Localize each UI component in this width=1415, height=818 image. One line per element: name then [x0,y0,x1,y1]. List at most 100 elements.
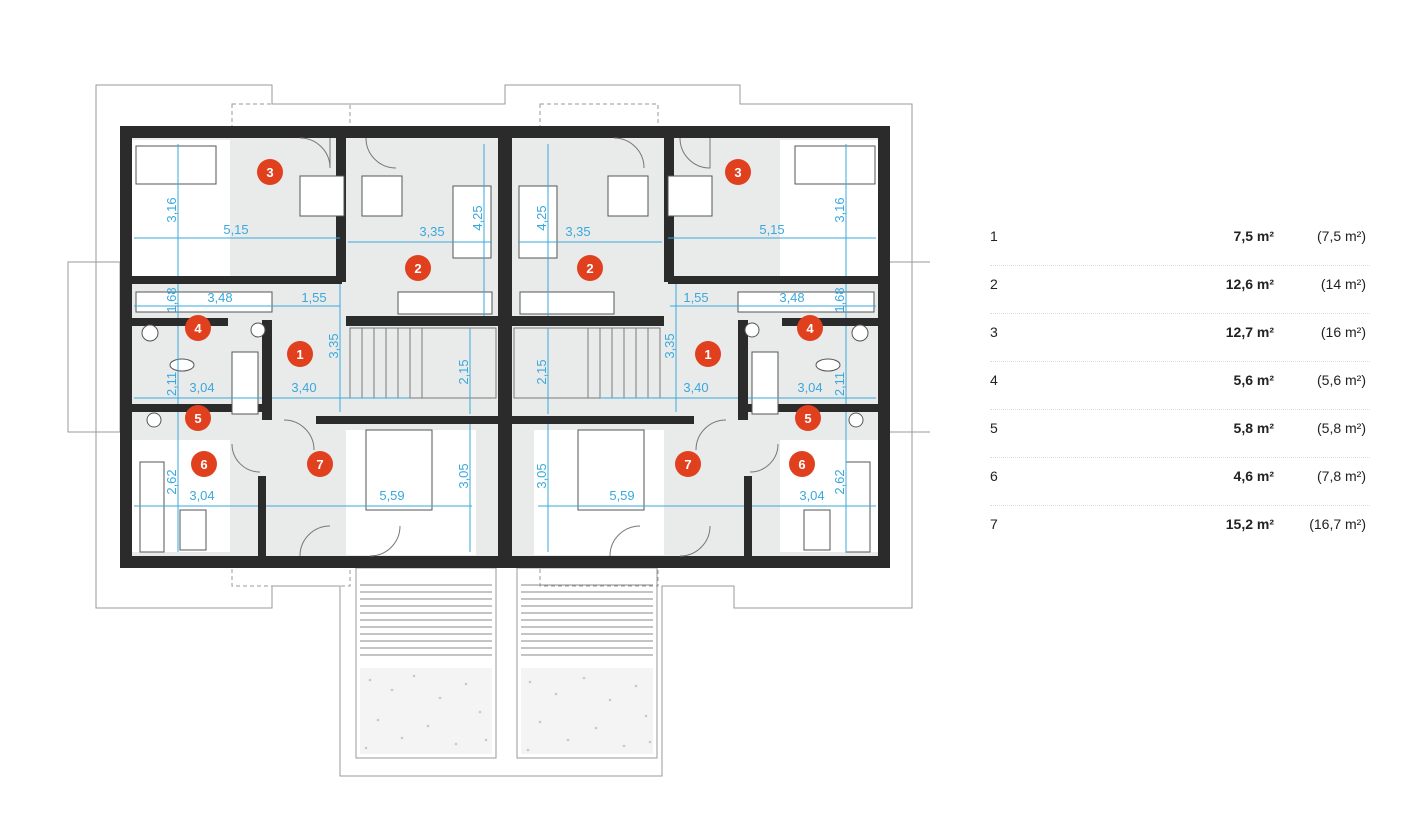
legend-row: 1 7,5 m² (7,5 m²) [990,222,1370,270]
dim-label: 3,05 [456,463,471,488]
dim-label: 3,04 [189,488,214,503]
room-badge [789,451,815,477]
room-gross-area: (7,8 m²) [1317,468,1366,484]
room-number: 5 [990,420,998,436]
dim-label: 3,04 [189,380,214,395]
dim-label: 1,55 [301,290,326,305]
row-separator [990,457,1370,458]
door-swings [231,137,779,557]
room-badges-left: 3 2 4 1 5 6 7 [185,159,431,477]
dim-label: 3,48 [779,290,804,305]
dimension-labels-left: 3,16 5,15 3,35 4,25 1,68 3,48 1,55 3,35 … [164,197,485,503]
room-badge [695,341,721,367]
room-badge [307,451,333,477]
dim-label: 4,25 [534,205,549,230]
room-badge [185,405,211,431]
dim-label: 3,04 [799,488,824,503]
dim-label: 5,15 [223,222,248,237]
room-badges-right: 3 2 1 4 5 7 6 [577,159,823,477]
room-badge-number: 1 [704,347,711,362]
dim-label: 4,25 [470,205,485,230]
room-badge-number: 1 [296,347,303,362]
room-badge-number: 4 [194,321,202,336]
dim-label: 2,15 [534,359,549,384]
dim-label: 3,35 [565,224,590,239]
room-badge [675,451,701,477]
room-badge [795,405,821,431]
room-badge [287,341,313,367]
room-badge-number: 6 [798,457,805,472]
dim-label: 3,48 [207,290,232,305]
room-badge-number: 5 [194,411,201,426]
walls [120,126,890,568]
room-badge-number: 2 [414,261,421,276]
row-separator [990,505,1370,506]
room-badge-number: 3 [266,165,273,180]
room-badge-number: 7 [684,457,691,472]
legend-row: 2 12,6 m² (14 m²) [990,270,1370,318]
row-separator [990,409,1370,410]
dim-label: 3,35 [419,224,444,239]
dim-label: 5,15 [759,222,784,237]
room-area: 12,7 m² [1225,324,1274,340]
room-badge [725,159,751,185]
room-gross-area: (14 m²) [1320,276,1366,292]
dim-label: 3,40 [291,380,316,395]
legend-row: 3 12,7 m² (16 m²) [990,318,1370,366]
dim-label: 1,68 [832,287,847,312]
room-badge [797,315,823,341]
row-separator [990,265,1370,266]
gravel-area [360,668,653,754]
dim-label: 3,16 [164,197,179,222]
dim-label: 2,11 [164,372,179,396]
dimension-lines [134,144,876,552]
room-gross-area: (16,7 m²) [1309,516,1366,532]
interior-stairs [349,327,661,399]
room-area: 5,6 m² [1233,372,1274,388]
room-badge-number: 3 [734,165,741,180]
row-separator [990,361,1370,362]
dim-label: 1,68 [164,287,179,312]
room-badge [405,255,431,281]
dim-label: 1,55 [683,290,708,305]
room-area-legend: 1 7,5 m² (7,5 m²) 2 12,6 m² (14 m²) 3 12… [990,222,1370,558]
room-badge [577,255,603,281]
furniture [135,145,876,553]
room-area: 4,6 m² [1233,468,1274,484]
room-number: 3 [990,324,998,340]
room-badge-number: 4 [806,321,814,336]
room-gross-area: (7,5 m²) [1317,228,1366,244]
room-number: 1 [990,228,998,244]
room-badge-number: 2 [586,261,593,276]
dim-label: 2,62 [164,469,179,494]
room-gross-area: (5,8 m²) [1317,420,1366,436]
dimension-labels-right: 4,25 3,35 3,16 5,15 1,55 3,48 1,68 3,35 … [534,197,847,503]
floor-plan: 3,16 5,15 3,35 4,25 1,68 3,48 1,55 3,35 … [67,84,930,777]
legend-row: 7 15,2 m² (16,7 m²) [990,510,1370,558]
room-badge-number: 5 [804,411,811,426]
room-badge-number: 7 [316,457,323,472]
dim-label: 3,05 [534,463,549,488]
room-number: 6 [990,468,998,484]
room-gross-area: (5,6 m²) [1317,372,1366,388]
room-badge [257,159,283,185]
dim-label: 3,16 [832,197,847,222]
dim-label: 3,35 [662,333,677,358]
room-number: 4 [990,372,998,388]
dim-label: 2,11 [832,372,847,396]
dim-label: 5,59 [379,488,404,503]
room-number: 2 [990,276,998,292]
dim-label: 3,35 [326,333,341,358]
legend-row: 5 5,8 m² (5,8 m²) [990,414,1370,462]
room-number: 7 [990,516,998,532]
dim-label: 5,59 [609,488,634,503]
dim-label: 2,62 [832,469,847,494]
room-area: 15,2 m² [1225,516,1274,532]
room-area: 12,6 m² [1225,276,1274,292]
room-area: 5,8 m² [1233,420,1274,436]
entrance-stairs [360,584,653,656]
dim-label: 3,04 [797,380,822,395]
room-badge [185,315,211,341]
dim-label: 3,40 [683,380,708,395]
legend-row: 6 4,6 m² (7,8 m²) [990,462,1370,510]
